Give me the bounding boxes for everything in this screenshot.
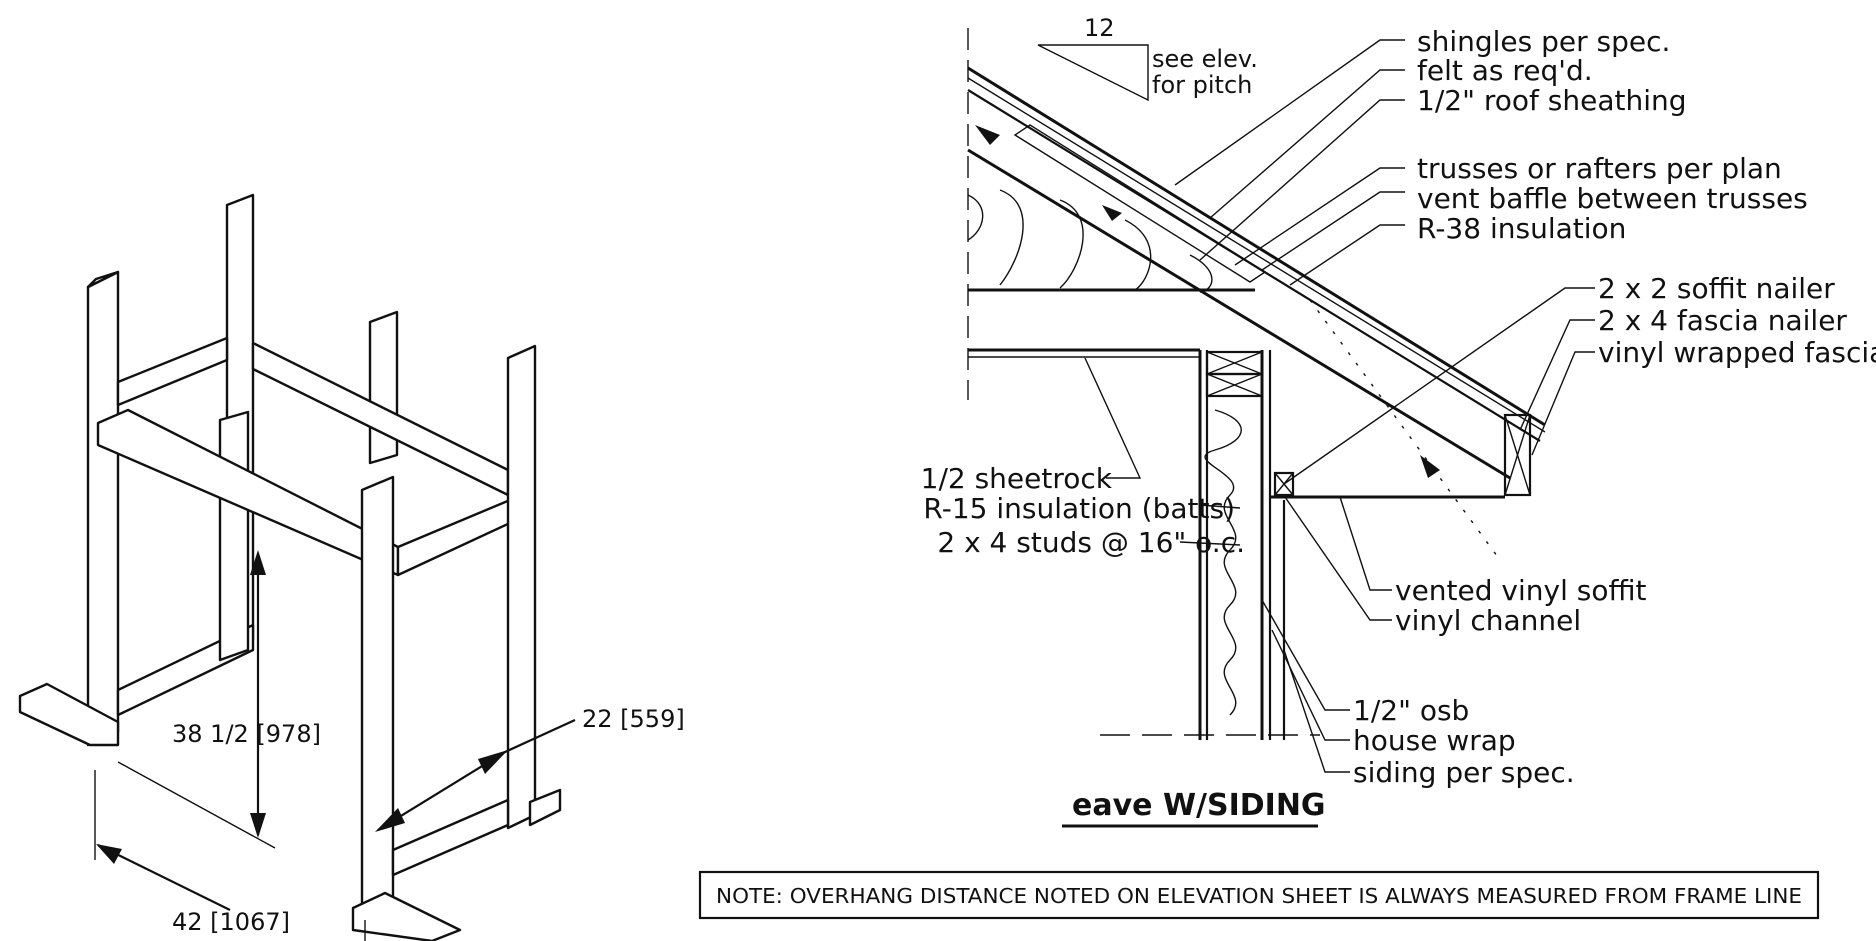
- frame-foot-left: [18, 682, 120, 747]
- frame-rail-top-right: [396, 498, 512, 577]
- pitch-note-1: see elev.: [1152, 45, 1258, 73]
- detail-title: eave W/SIDING: [1072, 788, 1326, 823]
- leader-r38: [1289, 224, 1405, 286]
- note-text: NOTE: OVERHANG DISTANCE NOTED ON ELEVATI…: [716, 884, 1802, 908]
- frame-post-back-right: [368, 310, 399, 465]
- leader-fascia-nailer: [1519, 319, 1595, 431]
- leader-trusses: [1234, 167, 1405, 266]
- airflow-dotted: [1309, 299, 1501, 561]
- label-r38: R-38 insulation: [1417, 212, 1626, 245]
- flow-arrow-top: [975, 125, 1000, 145]
- note-box: [698, 870, 1820, 920]
- dim-depth-leader: [504, 718, 576, 754]
- roof-shingle-line: [967, 66, 1546, 427]
- frame-post-back-left-top: [86, 270, 120, 289]
- airflow-arrow: [1420, 455, 1440, 478]
- wall-batt-insulation: [1204, 409, 1242, 716]
- dim-depth-arrow-right: [478, 750, 508, 774]
- leader-osb: [1261, 599, 1350, 711]
- dim-width-line: [97, 844, 231, 911]
- leader-soffit-nailer: [1283, 287, 1595, 485]
- leader-fascia: [1531, 351, 1595, 456]
- pitch-rise: 12: [1084, 14, 1115, 42]
- top-plate-1-x2: [1206, 351, 1263, 375]
- vent-baffle: [1013, 124, 1267, 283]
- frame-foot-right: [528, 788, 562, 827]
- dim-height-label: 38 1/2 [978]: [172, 720, 321, 748]
- leader-vinyl-channel: [1284, 496, 1392, 621]
- frame-post-far-right: [506, 344, 537, 830]
- label-vinyl-channel: vinyl channel: [1395, 604, 1581, 637]
- soffit-nailer-box: [1273, 471, 1295, 497]
- dim-depth-label: 22 [559]: [582, 705, 685, 733]
- leader-vented-soffit: [1339, 496, 1392, 591]
- dim-width-arrow: [96, 844, 122, 864]
- roof-felt-line: [967, 77, 1546, 433]
- label-fascia: vinyl wrapped fascia: [1598, 336, 1876, 369]
- frame-post-front-right: [360, 475, 395, 914]
- frame-foot-front: [351, 891, 462, 941]
- leader-felt: [1209, 69, 1405, 219]
- leader-sheathing: [1199, 99, 1405, 261]
- label-studs: 2 x 4 studs @ 16" o.c.: [937, 526, 1245, 559]
- frame-rail-bottom-right: [391, 798, 510, 877]
- attic-insulation: [967, 189, 1213, 293]
- label-shingles: shingles per spec.: [1417, 25, 1670, 58]
- label-fascia-nailer: 2 x 4 fascia nailer: [1598, 304, 1847, 337]
- leader-siding: [1283, 649, 1350, 773]
- label-vent-baffle: vent baffle between trusses: [1417, 182, 1808, 215]
- label-soffit-nailer: 2 x 2 soffit nailer: [1598, 272, 1835, 305]
- frame-post-front-inner: [218, 410, 250, 662]
- label-siding: siding per spec.: [1353, 756, 1575, 789]
- pitch-triangle: [1037, 44, 1149, 102]
- label-r15: R-15 insulation (batts): [923, 492, 1235, 525]
- top-plate-2-x2: [1206, 373, 1263, 397]
- leader-r15: [1199, 504, 1241, 509]
- leader-baffle: [1261, 191, 1405, 271]
- label-felt: felt as req'd.: [1417, 54, 1593, 87]
- fascia-x2: [1504, 414, 1531, 496]
- dim-width-label: 42 [1067]: [172, 908, 290, 936]
- dim-height-arrow-bottom: [250, 813, 266, 838]
- leader-sheetrock: [1084, 357, 1142, 479]
- pitch-note-2: for pitch: [1152, 71, 1252, 99]
- isometric-frame: 38 1/2 [978] 22 [559] 42 [1067]: [18, 193, 685, 941]
- label-osb: 1/2" osb: [1353, 694, 1469, 727]
- flow-arrow-mid: [1102, 205, 1122, 221]
- rafter-bottom-line: [967, 148, 1511, 480]
- top-plate-2: [1205, 372, 1264, 398]
- dim-width-guide: [117, 761, 276, 849]
- label-sheetrock: 1/2 sheetrock: [921, 462, 1113, 495]
- dim-depth-arrow-left: [375, 808, 405, 832]
- fascia-board: [1503, 413, 1532, 497]
- leader-studs: [1179, 541, 1241, 546]
- label-house-wrap: house wrap: [1353, 724, 1516, 757]
- eave-section: 12 see elev. for pitch: [698, 14, 1876, 920]
- frame-post-back-left: [86, 270, 120, 747]
- label-roof-sheathing: 1/2" roof sheathing: [1417, 84, 1687, 117]
- label-vented-soffit: vented vinyl soffit: [1395, 574, 1647, 607]
- frame-rail-rear-left: [116, 336, 229, 407]
- leader-shingles: [1174, 39, 1405, 186]
- dim-height-arrow-top: [250, 550, 266, 575]
- label-trusses: trusses or rafters per plan: [1417, 152, 1782, 185]
